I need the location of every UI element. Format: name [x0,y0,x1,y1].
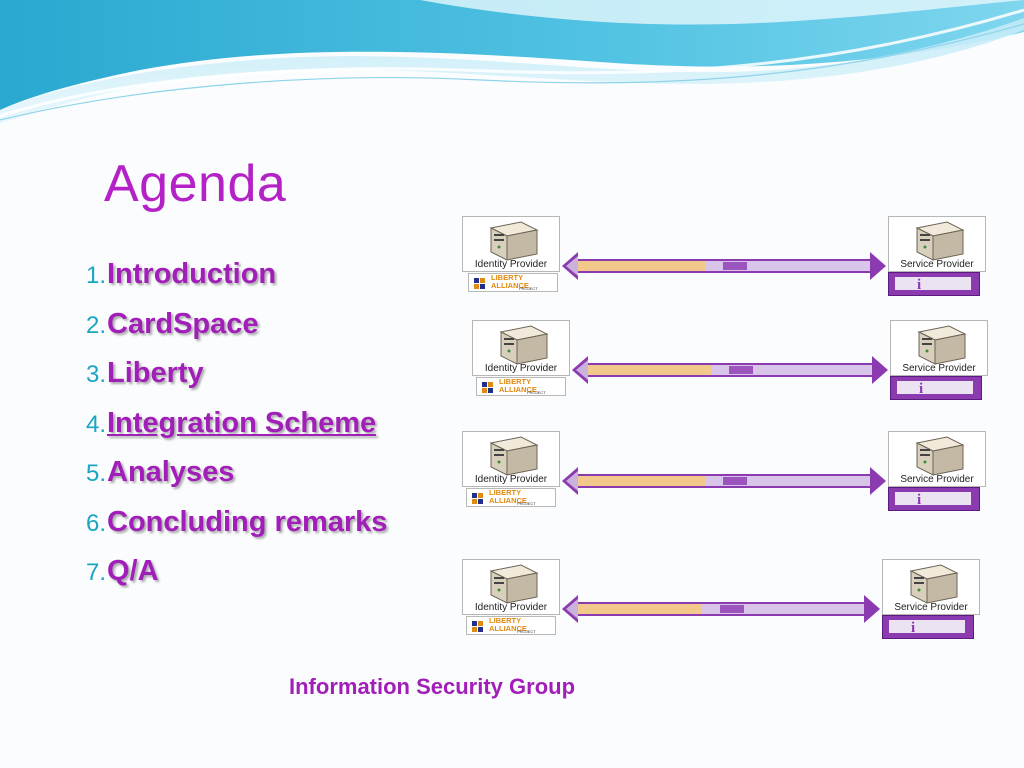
service-provider-label: Service Provider [900,259,974,270]
information-card-icon: i [890,376,982,400]
logo-line-1: LIBERTY [499,377,532,386]
agenda-item-number: 5. [85,460,106,487]
service-provider-box: Service Provider [890,320,988,376]
agenda-item-label: Concluding remarks [107,505,388,538]
identity-provider-label: Identity Provider [484,363,558,374]
agenda-item-number: 7. [85,559,106,586]
logo-line-2: ALLIANCE [491,281,529,290]
service-provider-label: Service Provider [900,474,974,485]
server-icon [483,563,539,610]
agenda-item: 6. Concluding remarks [72,506,387,556]
logo-line-3: PROJECT [527,390,546,395]
logo-line-1: LIBERTY [489,616,522,625]
logo-line-1: LIBERTY [489,488,522,497]
server-icon [909,435,965,482]
double-arrow [562,467,886,495]
agenda-item: 2. CardSpace [72,308,387,358]
identity-provider-label: Identity Provider [474,474,548,485]
logo-line-2: ALLIANCE [499,385,537,394]
agenda-item-label: Q/A [107,555,159,587]
service-provider-box: Service Provider [888,216,986,272]
header-wave-decoration [0,0,1024,124]
service-provider-box: Service Provider [882,559,980,615]
information-card-icon: i [882,615,974,639]
server-icon [911,324,967,371]
logo-line-3: PROJECT [517,501,536,506]
double-arrow [562,252,886,280]
agenda-item-number: 2. [85,311,106,339]
identity-provider-label: Identity Provider [474,602,548,613]
server-icon [483,435,539,482]
logo-line-3: PROJECT [519,286,538,291]
footer-text: Information Security Group [289,674,576,699]
server-icon [903,563,959,610]
logo-line-3: PROJECT [517,629,536,634]
agenda-item-label-current: Integration Scheme [107,406,377,439]
agenda-item-label: Analyses [107,456,235,488]
server-icon [483,220,539,267]
server-icon [909,220,965,267]
agenda-item-label: Introduction [107,258,277,290]
agenda-item-number: 6. [85,509,106,537]
agenda-item-number: 1. [85,262,106,289]
double-arrow [572,356,888,384]
agenda-item: 7. Q/A [72,555,387,605]
identity-provider-box: Identity Provider [462,431,560,487]
agenda-item-label: CardSpace [107,307,259,340]
agenda-item: 3. Liberty [72,357,387,407]
logo-line-2: ALLIANCE [489,496,527,505]
agenda-item: 1. Introduction [72,258,387,308]
service-provider-box: Service Provider [888,431,986,487]
agenda-item-number: 4. [85,410,106,438]
server-icon [493,324,549,371]
identity-provider-label: Identity Provider [474,259,548,270]
information-card-icon: i [888,272,980,296]
slide-title: Agenda [104,155,287,213]
logo-line-1: LIBERTY [491,273,524,282]
information-card-icon: i [888,487,980,511]
identity-provider-box: Identity Provider [472,320,570,376]
agenda-item-number: 3. [85,361,106,388]
service-provider-label: Service Provider [894,602,968,613]
agenda-item: 4. Integration Scheme [72,407,387,457]
agenda-item: 5. Analyses [72,456,387,506]
agenda-list: 1. Introduction 2. CardSpace 3. Liberty … [72,258,387,605]
service-provider-label: Service Provider [902,363,976,374]
double-arrow [562,595,880,623]
agenda-item-label: Liberty [107,357,204,389]
identity-provider-box: Identity Provider [462,216,560,272]
identity-provider-box: Identity Provider [462,559,560,615]
logo-line-2: ALLIANCE [489,624,527,633]
